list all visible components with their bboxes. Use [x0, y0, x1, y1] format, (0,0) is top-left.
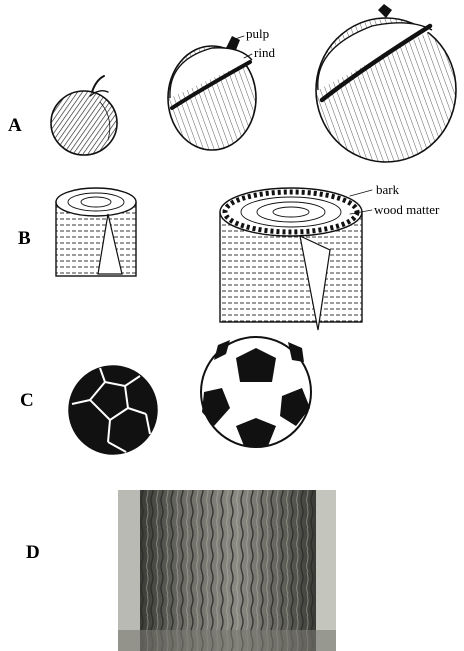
- bark-leader-line: [350, 190, 372, 196]
- row-label-a: A: [8, 115, 22, 136]
- rind-label: rind: [254, 45, 275, 60]
- log-large-icon: [220, 188, 362, 330]
- wood-matter-label: wood matter: [374, 202, 440, 217]
- row-label-c: C: [20, 390, 34, 411]
- ball-small-icon: [69, 366, 157, 454]
- apple-large-cut-icon: [316, 4, 456, 162]
- bark-label: bark: [376, 182, 400, 197]
- pulp-label: pulp: [246, 26, 269, 41]
- row-label-d: D: [26, 542, 40, 563]
- row-label-b: B: [18, 228, 31, 249]
- ball-large-icon: [201, 337, 311, 447]
- apple-small-icon: [51, 76, 117, 155]
- apple-cut-icon: [168, 36, 256, 150]
- tree-bark-photo: [118, 490, 336, 651]
- log-small-icon: [56, 188, 136, 276]
